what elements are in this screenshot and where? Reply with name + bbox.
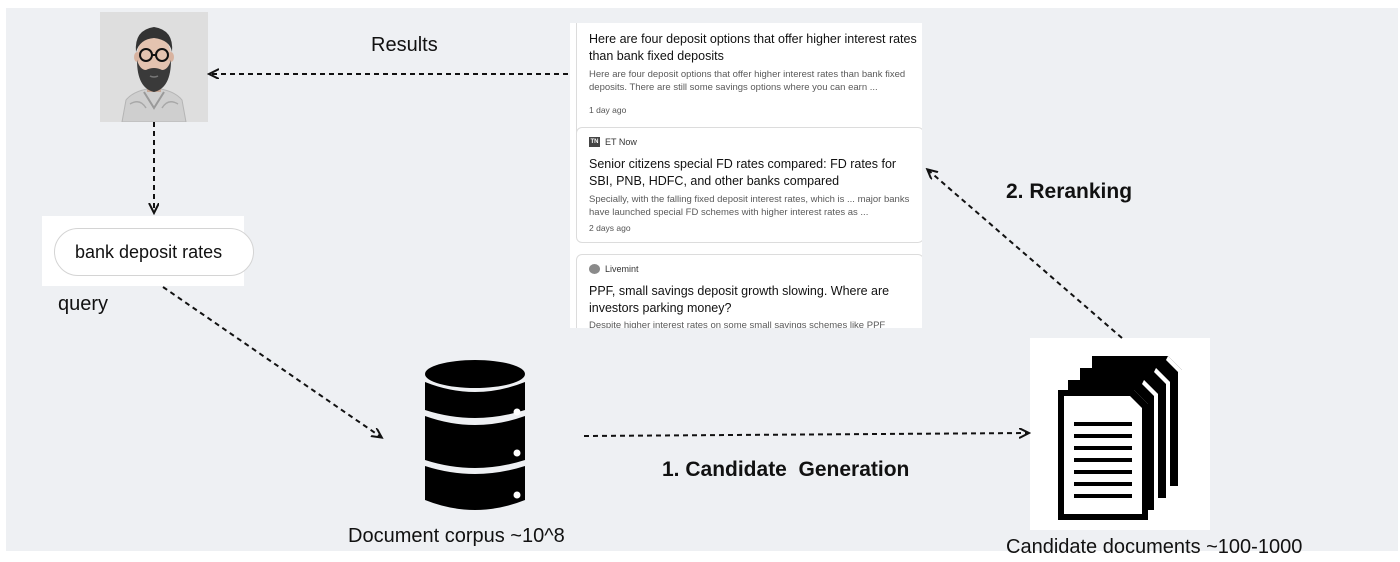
query-to-corpus-arrow xyxy=(162,286,381,437)
candidate-generation-label: 1. Candidate Generation xyxy=(662,458,910,481)
result-card[interactable]: Livemint PPF, small savings deposit grow… xyxy=(576,254,922,328)
user-avatar xyxy=(100,12,208,123)
result-headline[interactable]: Senior citizens special FD rates compare… xyxy=(589,157,897,188)
reranking-arrow xyxy=(928,170,1123,339)
reranking-label: 2. Reranking xyxy=(1006,180,1133,203)
result-snippet: Here are four deposit options that offer… xyxy=(589,69,906,93)
result-source: TN ET Now xyxy=(589,137,637,147)
documents-stack-icon xyxy=(1058,356,1182,520)
result-snippet: Despite higher interest rates on some sm… xyxy=(589,320,886,328)
candidate-generation-arrow xyxy=(583,433,1028,436)
search-results-panel: Here are four deposit options that offer… xyxy=(570,23,922,328)
candidate-documents-label: Candidate documents ~100-1000 xyxy=(1006,536,1303,558)
search-query-text: bank deposit rates xyxy=(75,242,223,262)
result-age: 2 days ago xyxy=(589,223,631,233)
result-source-name: ET Now xyxy=(605,137,637,147)
bearded-user-icon xyxy=(121,27,187,123)
document-corpus-label: Document corpus ~10^8 xyxy=(348,525,565,547)
query-search-box: bank deposit rates xyxy=(42,216,254,286)
search-field[interactable]: bank deposit rates xyxy=(54,228,254,276)
result-source: Livemint xyxy=(589,264,639,274)
result-snippet: Specially, with the falling fixed deposi… xyxy=(589,194,910,218)
result-card[interactable]: TN ET Now Senior citizens special FD rat… xyxy=(576,127,922,243)
livemint-logo-icon xyxy=(589,264,600,274)
et-now-logo-icon: TN xyxy=(589,137,600,147)
result-age: 1 day ago xyxy=(589,105,627,115)
result-headline[interactable]: PPF, small savings deposit growth slowin… xyxy=(589,284,890,315)
candidate-documents-box xyxy=(1030,338,1210,530)
database-icon xyxy=(425,360,525,510)
result-source-name: Livemint xyxy=(605,264,639,274)
result-headline[interactable]: Here are four deposit options that offer… xyxy=(589,32,917,63)
query-label: query xyxy=(58,293,109,315)
results-label: Results xyxy=(371,34,438,56)
result-card[interactable]: Here are four deposit options that offer… xyxy=(576,23,922,139)
